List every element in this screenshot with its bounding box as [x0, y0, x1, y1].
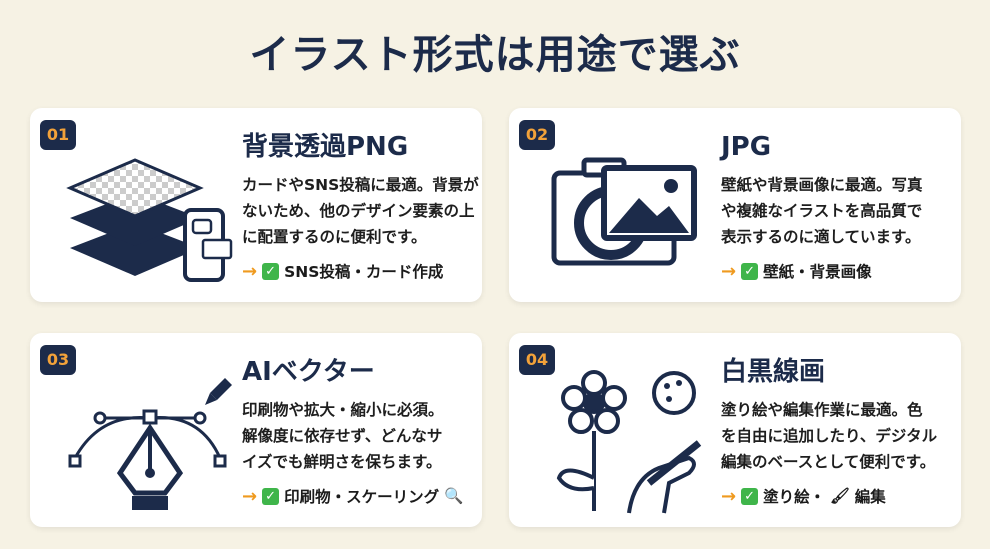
- use-case-text: 壁紙・背景画像: [763, 263, 872, 281]
- checkmark-icon: ✓: [741, 262, 759, 280]
- card-number-badge: 02: [519, 120, 555, 150]
- page-title: イラスト形式は用途で選ぶ: [249, 32, 741, 78]
- use-case-text: 塗り絵・: [763, 488, 826, 506]
- card-description: 印刷物や拡大・縮小に必須。 解像度に依存せず、どんなサ イズでも鮮明さを保ちます…: [242, 397, 472, 475]
- card-number-badge: 03: [40, 345, 76, 375]
- card-description: 塗り絵や編集作業に最適。色 を自由に追加したり、デジタル 編集のベースとして便利…: [721, 397, 951, 475]
- use-case-tag: → ✓ SNS投稿・カード作成: [242, 260, 472, 282]
- use-case-text: 印刷物・スケーリング: [284, 488, 440, 506]
- checkmark-icon: ✓: [262, 262, 280, 280]
- description-line: 印刷物や拡大・縮小に必須。: [242, 401, 444, 419]
- card-heading: 背景透過PNG: [242, 132, 409, 162]
- card-description: 壁紙や背景画像に最適。写真 や複雑なイラストを高品質で 表示するのに適しています…: [721, 172, 951, 250]
- arrow-right-icon: →: [242, 485, 258, 507]
- card-heading: 白黒線画: [721, 357, 826, 387]
- description-line: 編集のベースとして便利です。: [721, 453, 936, 471]
- description-line: 壁紙や背景画像に最適。写真: [721, 176, 923, 194]
- card-line-art: 04 白黒線画 塗り絵や編集作業に最適。色 を自由に追加したり、デジタル 編集の…: [509, 333, 961, 527]
- use-case-tag: → ✓ 印刷物・スケーリング 🔍: [242, 485, 472, 507]
- description-line: や複雑なイラストを高品質で: [721, 202, 923, 220]
- layers-phone-icon: [66, 158, 233, 282]
- description-line: カードやSNS投稿に最適。背景が: [242, 176, 479, 194]
- card-ai-vector: 03 AIベクター 印刷物や拡大・縮小に必須。 解像度に依存せず、どんなサ イズ…: [30, 333, 482, 527]
- pen-tool-icon: [68, 378, 232, 510]
- arrow-right-icon: →: [721, 260, 737, 282]
- use-case-tag: → ✓ 壁紙・背景画像: [721, 260, 951, 282]
- card-jpg: 02 JPG 壁紙や背景画像に最適。写真 や複雑なイラストを高品質で 表示するの…: [509, 108, 961, 302]
- card-description: カードやSNS投稿に最適。背景が ないため、他のデザイン要素の上 に配置するのに…: [242, 172, 479, 250]
- description-line: イズでも鮮明さを保ちます。: [242, 453, 442, 471]
- camera-image-icon: [551, 157, 697, 266]
- description-line: ないため、他のデザイン要素の上: [242, 202, 475, 220]
- use-case-text: SNS投稿・カード作成: [284, 263, 444, 281]
- card-png: 01 背景透過PNG カードやSNS投稿に最適。背景が ないため、他のデザイン要…: [30, 108, 482, 302]
- description-line: 塗り絵や編集作業に最適。色: [721, 401, 923, 419]
- use-case-tag: → ✓ 塗り絵・ 🖌 編集: [721, 485, 951, 507]
- arrow-right-icon: →: [721, 485, 737, 507]
- description-line: 表示するのに適しています。: [721, 228, 921, 246]
- description-line: 解像度に依存せず、どんなサ: [242, 427, 443, 445]
- card-heading: JPG: [721, 132, 772, 162]
- flower-hand-drawing-icon: [556, 370, 702, 514]
- checkmark-icon: ✓: [262, 487, 280, 505]
- description-line: を自由に追加したり、デジタル: [721, 427, 938, 445]
- paintbrush-icon: 🖌: [830, 487, 850, 505]
- card-number-badge: 01: [40, 120, 76, 150]
- card-number-badge: 04: [519, 345, 555, 375]
- magnifier-icon: 🔍: [444, 487, 464, 505]
- checkmark-icon: ✓: [741, 487, 759, 505]
- use-case-text: 編集: [854, 488, 886, 506]
- card-heading: AIベクター: [242, 357, 375, 387]
- arrow-right-icon: →: [242, 260, 258, 282]
- description-line: に配置するのに便利です。: [242, 228, 427, 246]
